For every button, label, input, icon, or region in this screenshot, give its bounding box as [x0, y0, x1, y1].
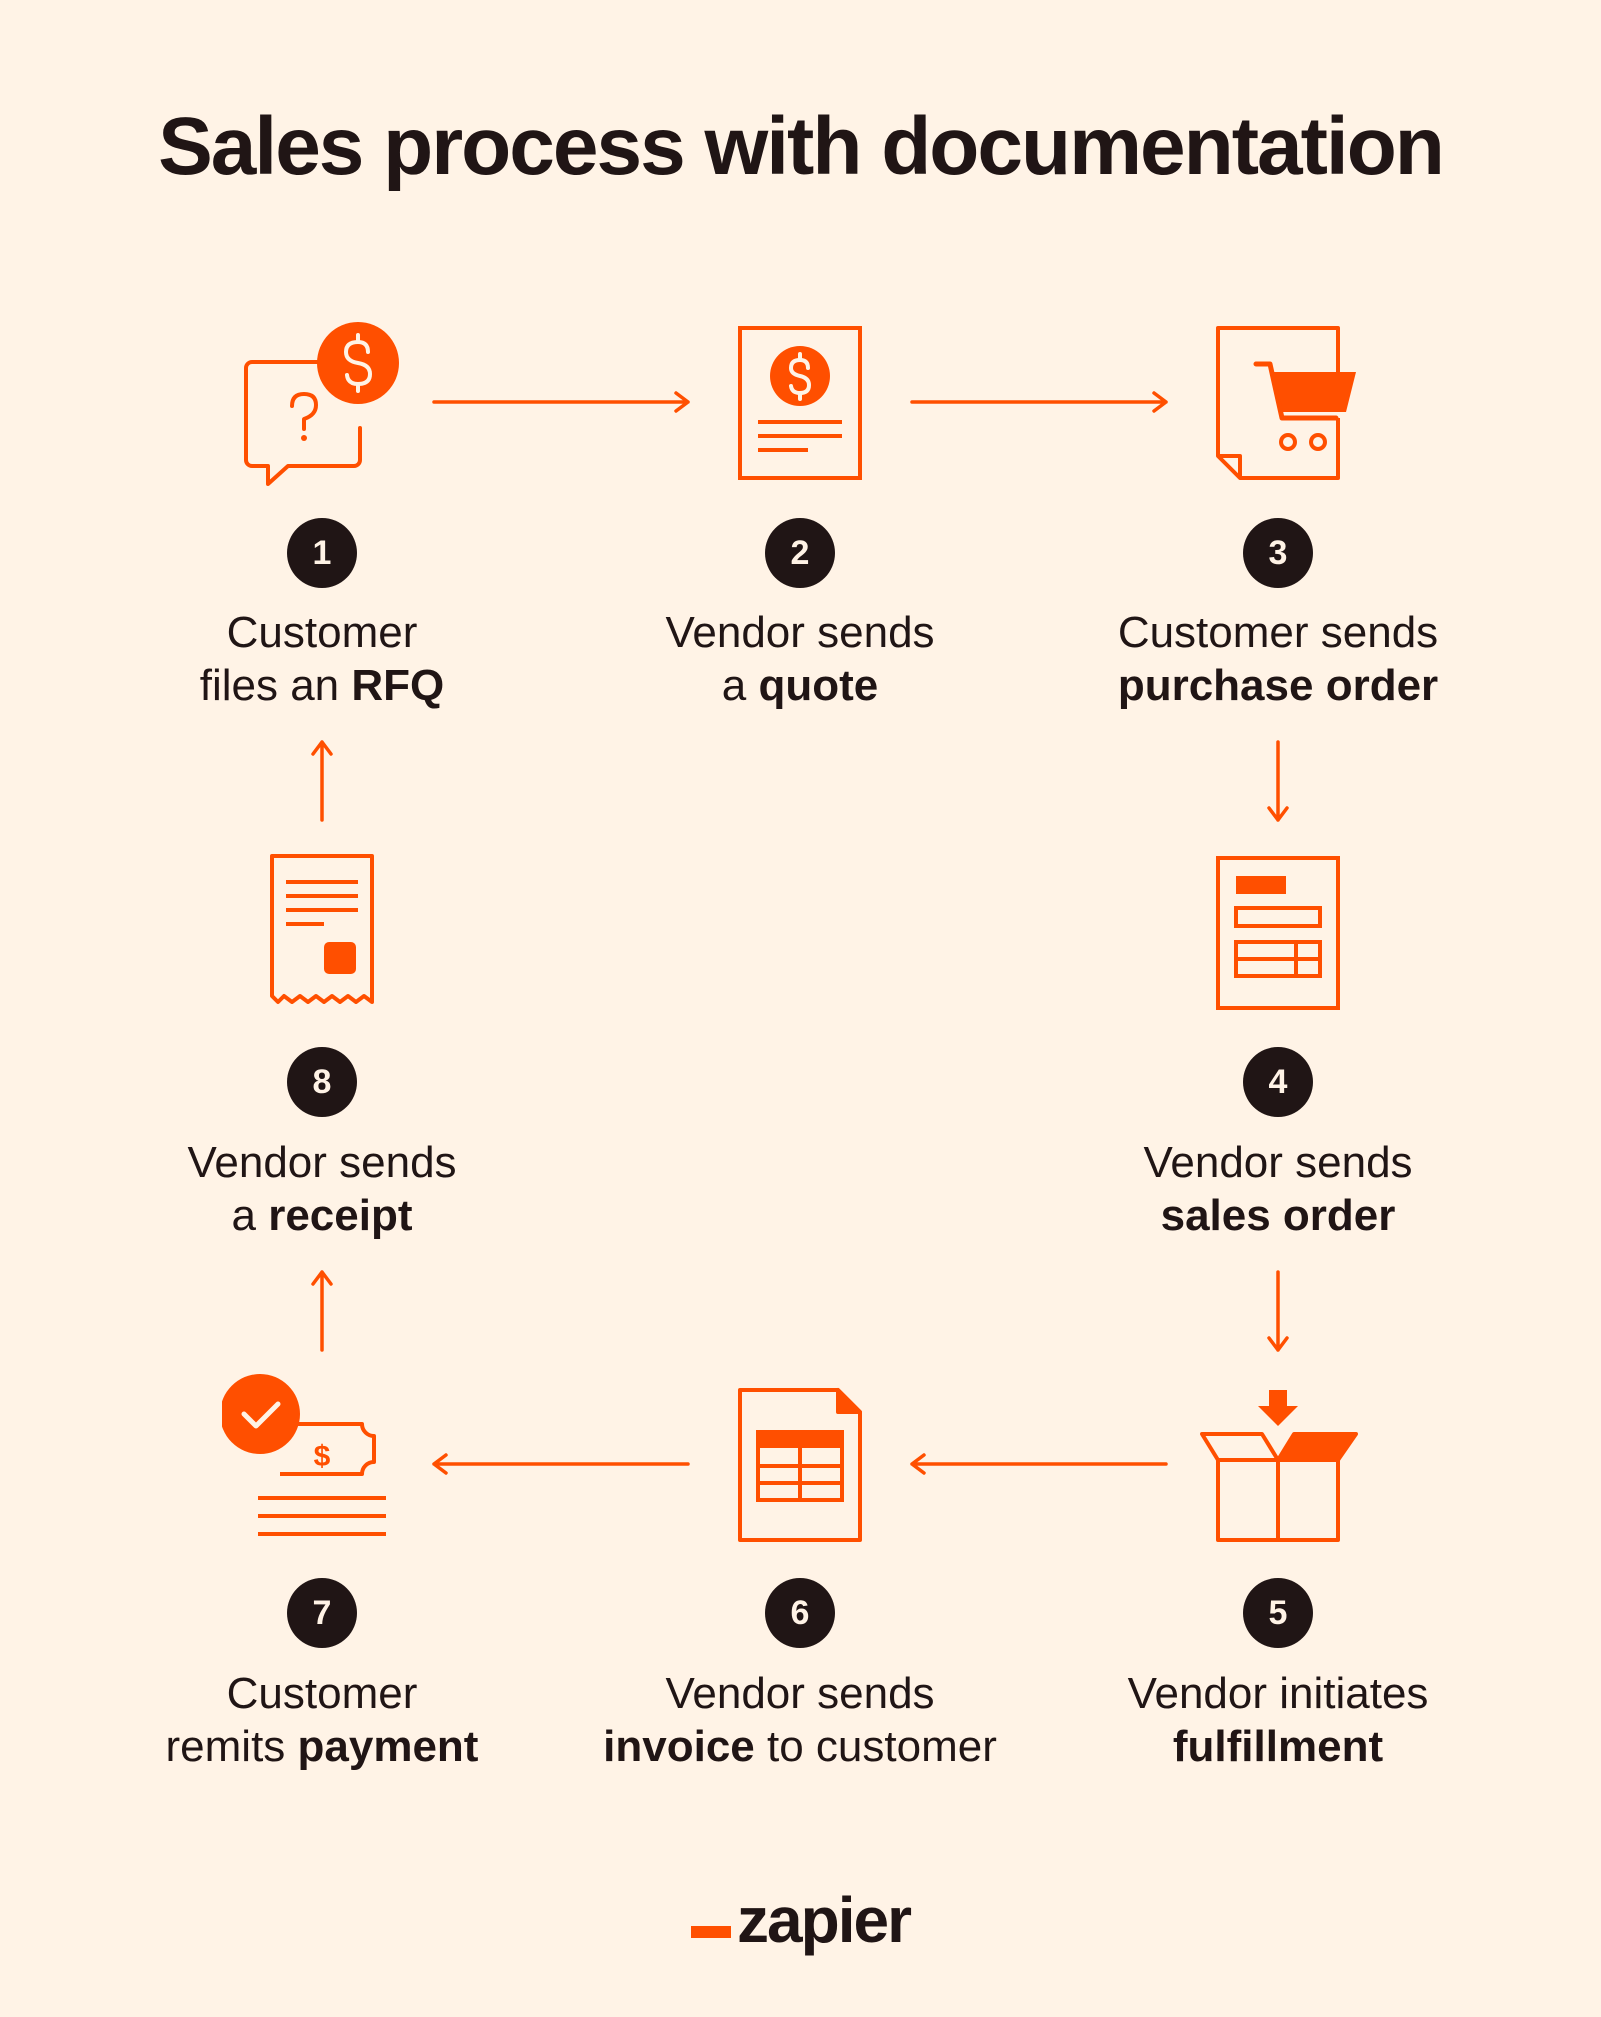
arrow-8-to-1: [311, 740, 333, 822]
step-number-badge: 3: [1243, 518, 1313, 588]
zapier-logo: zapier: [0, 1888, 1601, 1952]
invoice-document-icon: [700, 1362, 900, 1562]
step-label-line2: remits payment: [165, 1722, 479, 1771]
arrow-2-to-3: [910, 391, 1168, 413]
step-number-badge: 2: [765, 518, 835, 588]
step-label-line2: files an RFQ: [199, 661, 445, 710]
sales-order-form-icon: [1178, 830, 1378, 1030]
arrow-3-to-4: [1267, 740, 1289, 822]
arrow-5-to-6: [910, 1453, 1168, 1475]
arrow-1-to-2: [432, 391, 690, 413]
step-label: Vendor initiates fulfillment: [1068, 1667, 1488, 1773]
step-label-line1: Vendor sends: [665, 1669, 935, 1718]
step-label-line2: invoice to customer: [603, 1722, 997, 1771]
rfq-chat-icon: [222, 300, 422, 500]
page-title: Sales process with documentation: [158, 101, 1445, 192]
logo-wordmark: zapier: [737, 1884, 912, 1956]
step-label-line2: a receipt: [231, 1191, 413, 1240]
receipt-icon: [222, 830, 422, 1030]
arrow-6-to-7: [432, 1453, 690, 1475]
step-label-line2: fulfillment: [1172, 1722, 1384, 1771]
step-label: Vendor sends a receipt: [112, 1136, 532, 1242]
step-label: Vendor sends invoice to customer: [590, 1667, 1010, 1773]
step-number-badge: 5: [1243, 1578, 1313, 1648]
step-label-line1: Customer: [226, 1669, 418, 1718]
step-label-line2: purchase order: [1117, 661, 1439, 710]
step-label-line1: Vendor initiates: [1127, 1669, 1429, 1718]
step-label: Customer files an RFQ: [112, 606, 532, 712]
arrow-4-to-5: [1267, 1270, 1289, 1352]
purchase-order-cart-icon: [1178, 300, 1378, 500]
step-label-line2: sales order: [1160, 1191, 1396, 1240]
step-number-badge: 6: [765, 1578, 835, 1648]
step-label-line1: Customer sends: [1117, 608, 1439, 657]
step-number-badge: 1: [287, 518, 357, 588]
step-label: Vendor sends a quote: [590, 606, 1010, 712]
payment-check-icon: $: [222, 1362, 422, 1562]
svg-text:$: $: [314, 1440, 331, 1473]
step-label-line2: a quote: [721, 661, 879, 710]
step-label-line1: Vendor sends: [187, 1138, 457, 1187]
arrow-7-to-8: [311, 1270, 333, 1352]
step-number-badge: 8: [287, 1047, 357, 1117]
quote-document-icon: [700, 300, 900, 500]
step-label-line1: Vendor sends: [1143, 1138, 1413, 1187]
step-label: Customer remits payment: [112, 1667, 532, 1773]
step-number-badge: 4: [1243, 1047, 1313, 1117]
step-label: Vendor sends sales order: [1068, 1136, 1488, 1242]
step-number-badge: 7: [287, 1578, 357, 1648]
step-label-line1: Vendor sends: [665, 608, 935, 657]
step-label: Customer sends purchase order: [1068, 606, 1488, 712]
fulfillment-box-icon: [1178, 1362, 1378, 1562]
logo-underscore-mark: [691, 1926, 732, 1938]
step-label-line1: Customer: [226, 608, 418, 657]
